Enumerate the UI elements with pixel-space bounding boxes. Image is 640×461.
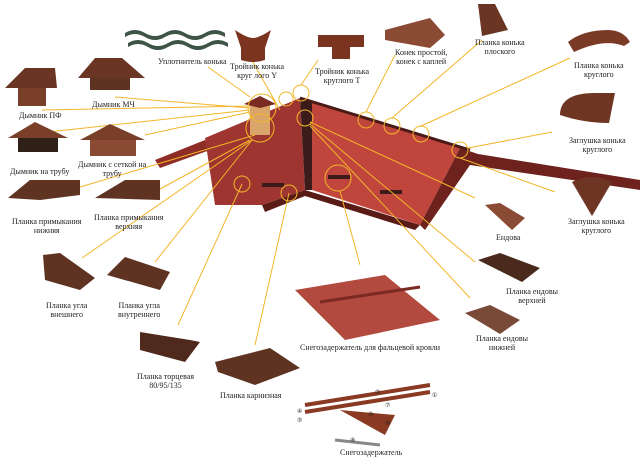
label-valley: Ендова	[496, 233, 521, 242]
label-tee-y-line2: круг лого Y	[237, 71, 277, 80]
cap-round-2-illustration	[572, 177, 612, 216]
label-vent-mesh-line1: Дымник с сеткой на	[78, 160, 147, 169]
label-valley-upper-line2: верхней	[518, 296, 546, 305]
label-corner-inner: Планка угла внутреннего	[118, 301, 160, 319]
label-ridge-flat-line1: Планка конька	[475, 38, 525, 47]
label-end-strip: Планка торцевая 80/95/135	[137, 372, 194, 390]
roof-ridge	[299, 96, 471, 152]
label-valley-lower-line1: Планка ендовы	[476, 334, 528, 343]
snow-seam-illustration	[295, 275, 440, 340]
label-corner-inner-line2: внутреннего	[118, 310, 161, 319]
label-valley-lower: Планка ендовы нижней	[476, 334, 528, 352]
label-vent-mesh: Дымник с сеткой на трубу	[78, 160, 146, 178]
snow-guard-part-1: ①	[432, 393, 438, 399]
label-ridge-simple-line1: Конек простой,	[395, 48, 448, 57]
ridge-flat-illustration	[478, 4, 508, 36]
label-cap-round-2-line1: Заглушка конька	[568, 217, 625, 226]
label-tee-y: Тройник конька круг лого Y	[230, 62, 284, 80]
label-abut-upper-line2: верхняя	[115, 222, 143, 231]
snow-guard-part-6: ⑥	[385, 421, 391, 427]
roof-left-slope	[205, 98, 305, 205]
label-tee-t: Тройник конька круглого Т	[315, 67, 369, 85]
label-corner-outer: Планка угла внешнего	[46, 301, 87, 319]
label-abut-lower: Планка примыкания нижняя	[12, 217, 81, 235]
label-vent-pipe: Дымник на трубу	[10, 167, 70, 176]
label-vent-mesh-line2: трубу	[102, 169, 122, 178]
label-seal: Уплотнитель конька	[158, 57, 227, 66]
label-corner-outer-line1: Планка угла	[46, 301, 88, 310]
abut-upper-illustration	[95, 180, 160, 200]
label-abut-lower-line1: Планка примыкания	[12, 217, 82, 226]
label-abut-lower-line2: нижняя	[33, 226, 60, 235]
label-valley-upper-line1: Планка ендовы	[506, 287, 558, 296]
corner-inner-illustration	[107, 257, 170, 290]
valley-illustration	[485, 203, 525, 230]
label-cap-round-1-line2: круглого	[582, 145, 613, 154]
label-ridge-flat-line2: плоского	[484, 47, 516, 56]
seal-illustration	[125, 30, 228, 50]
label-ridge-simple-line2: конек с каплей	[396, 57, 447, 66]
roof-illustration	[155, 96, 640, 230]
label-tee-y-line1: Тройник конька	[230, 62, 285, 71]
label-corner-inner-line1: Планка угла	[118, 301, 160, 310]
eave-strip-illustration	[215, 348, 300, 385]
roof-left-eave	[155, 140, 210, 168]
label-vent-pf: Дымник ПФ	[19, 111, 62, 120]
snow-guard-part-3: ③	[368, 412, 374, 418]
callout-circles	[233, 84, 469, 202]
label-eave-strip: Планка карнизная	[220, 391, 282, 400]
ridge-simple-illustration	[385, 18, 445, 48]
roof-right-eave	[420, 148, 640, 230]
label-snow-seam: Снегозадержатель для фальцевой кровли	[300, 343, 440, 352]
label-ridge-round-line2: круглого	[583, 70, 614, 79]
roof-front-fascia	[262, 190, 420, 230]
snow-guard-part-2: ②	[375, 390, 381, 396]
label-end-strip-line2: 80/95/135	[149, 381, 182, 390]
label-end-strip-line1: Планка торцевая	[137, 372, 195, 381]
corner-outer-illustration	[43, 253, 95, 290]
snow-guard-part-5: ⑤	[297, 418, 303, 424]
snow-guard-part-7: ⑦	[385, 403, 391, 409]
label-corner-outer-line2: внешнего	[50, 310, 84, 319]
ridge-round-illustration	[568, 30, 630, 52]
label-valley-lower-line2: нижней	[488, 343, 516, 352]
vent-mesh-illustration	[80, 124, 145, 140]
abut-lower-illustration	[8, 180, 80, 200]
label-valley-upper: Планка ендовы верхней	[506, 287, 558, 305]
label-ridge-round-line1: Планка конька	[574, 61, 624, 70]
label-cap-round-2: Заглушка конька круглого	[568, 217, 625, 235]
chimney	[250, 103, 270, 135]
roof-right-slope	[312, 102, 460, 225]
tee-y-illustration	[235, 30, 271, 62]
label-abut-upper-line1: Планка примыкания	[94, 213, 164, 222]
label-vent-mch: Дымник МЧ	[92, 100, 135, 109]
label-cap-round-1: Заглушка конька круглого	[569, 136, 626, 154]
label-tee-t-line2: круглого Т	[323, 76, 361, 85]
label-ridge-simple: Конек простой, конек с каплей	[395, 48, 447, 66]
end-strip-illustration	[140, 332, 200, 362]
snow-guard-part-8: ⑧	[350, 438, 356, 444]
valley-upper-illustration	[478, 253, 540, 282]
label-cap-round-2-line2: круглого	[581, 226, 612, 235]
label-abut-upper: Планка примыкания верхняя	[94, 213, 163, 231]
snow-guard-part-4: ④	[297, 409, 303, 415]
chimney-cap	[244, 96, 276, 108]
label-ridge-round: Планка конька круглого	[574, 61, 624, 79]
tee-t-illustration	[318, 35, 364, 59]
valley-lower-illustration	[465, 305, 520, 334]
cap-round-1-illustration	[560, 93, 615, 123]
label-snow-guard: Снегозадержатель	[340, 448, 403, 457]
label-tee-t-line1: Тройник конька	[315, 67, 370, 76]
vent-pipe-illustration	[8, 122, 68, 138]
vent-pf-illustration	[5, 68, 57, 88]
vent-mch-illustration	[78, 58, 145, 78]
leader-lines	[41, 39, 571, 346]
roof-valley	[300, 98, 312, 190]
label-ridge-flat: Планка конька плоского	[475, 38, 525, 56]
label-cap-round-1-line1: Заглушка конька	[569, 136, 626, 145]
snow-guard-illustration	[304, 383, 431, 447]
